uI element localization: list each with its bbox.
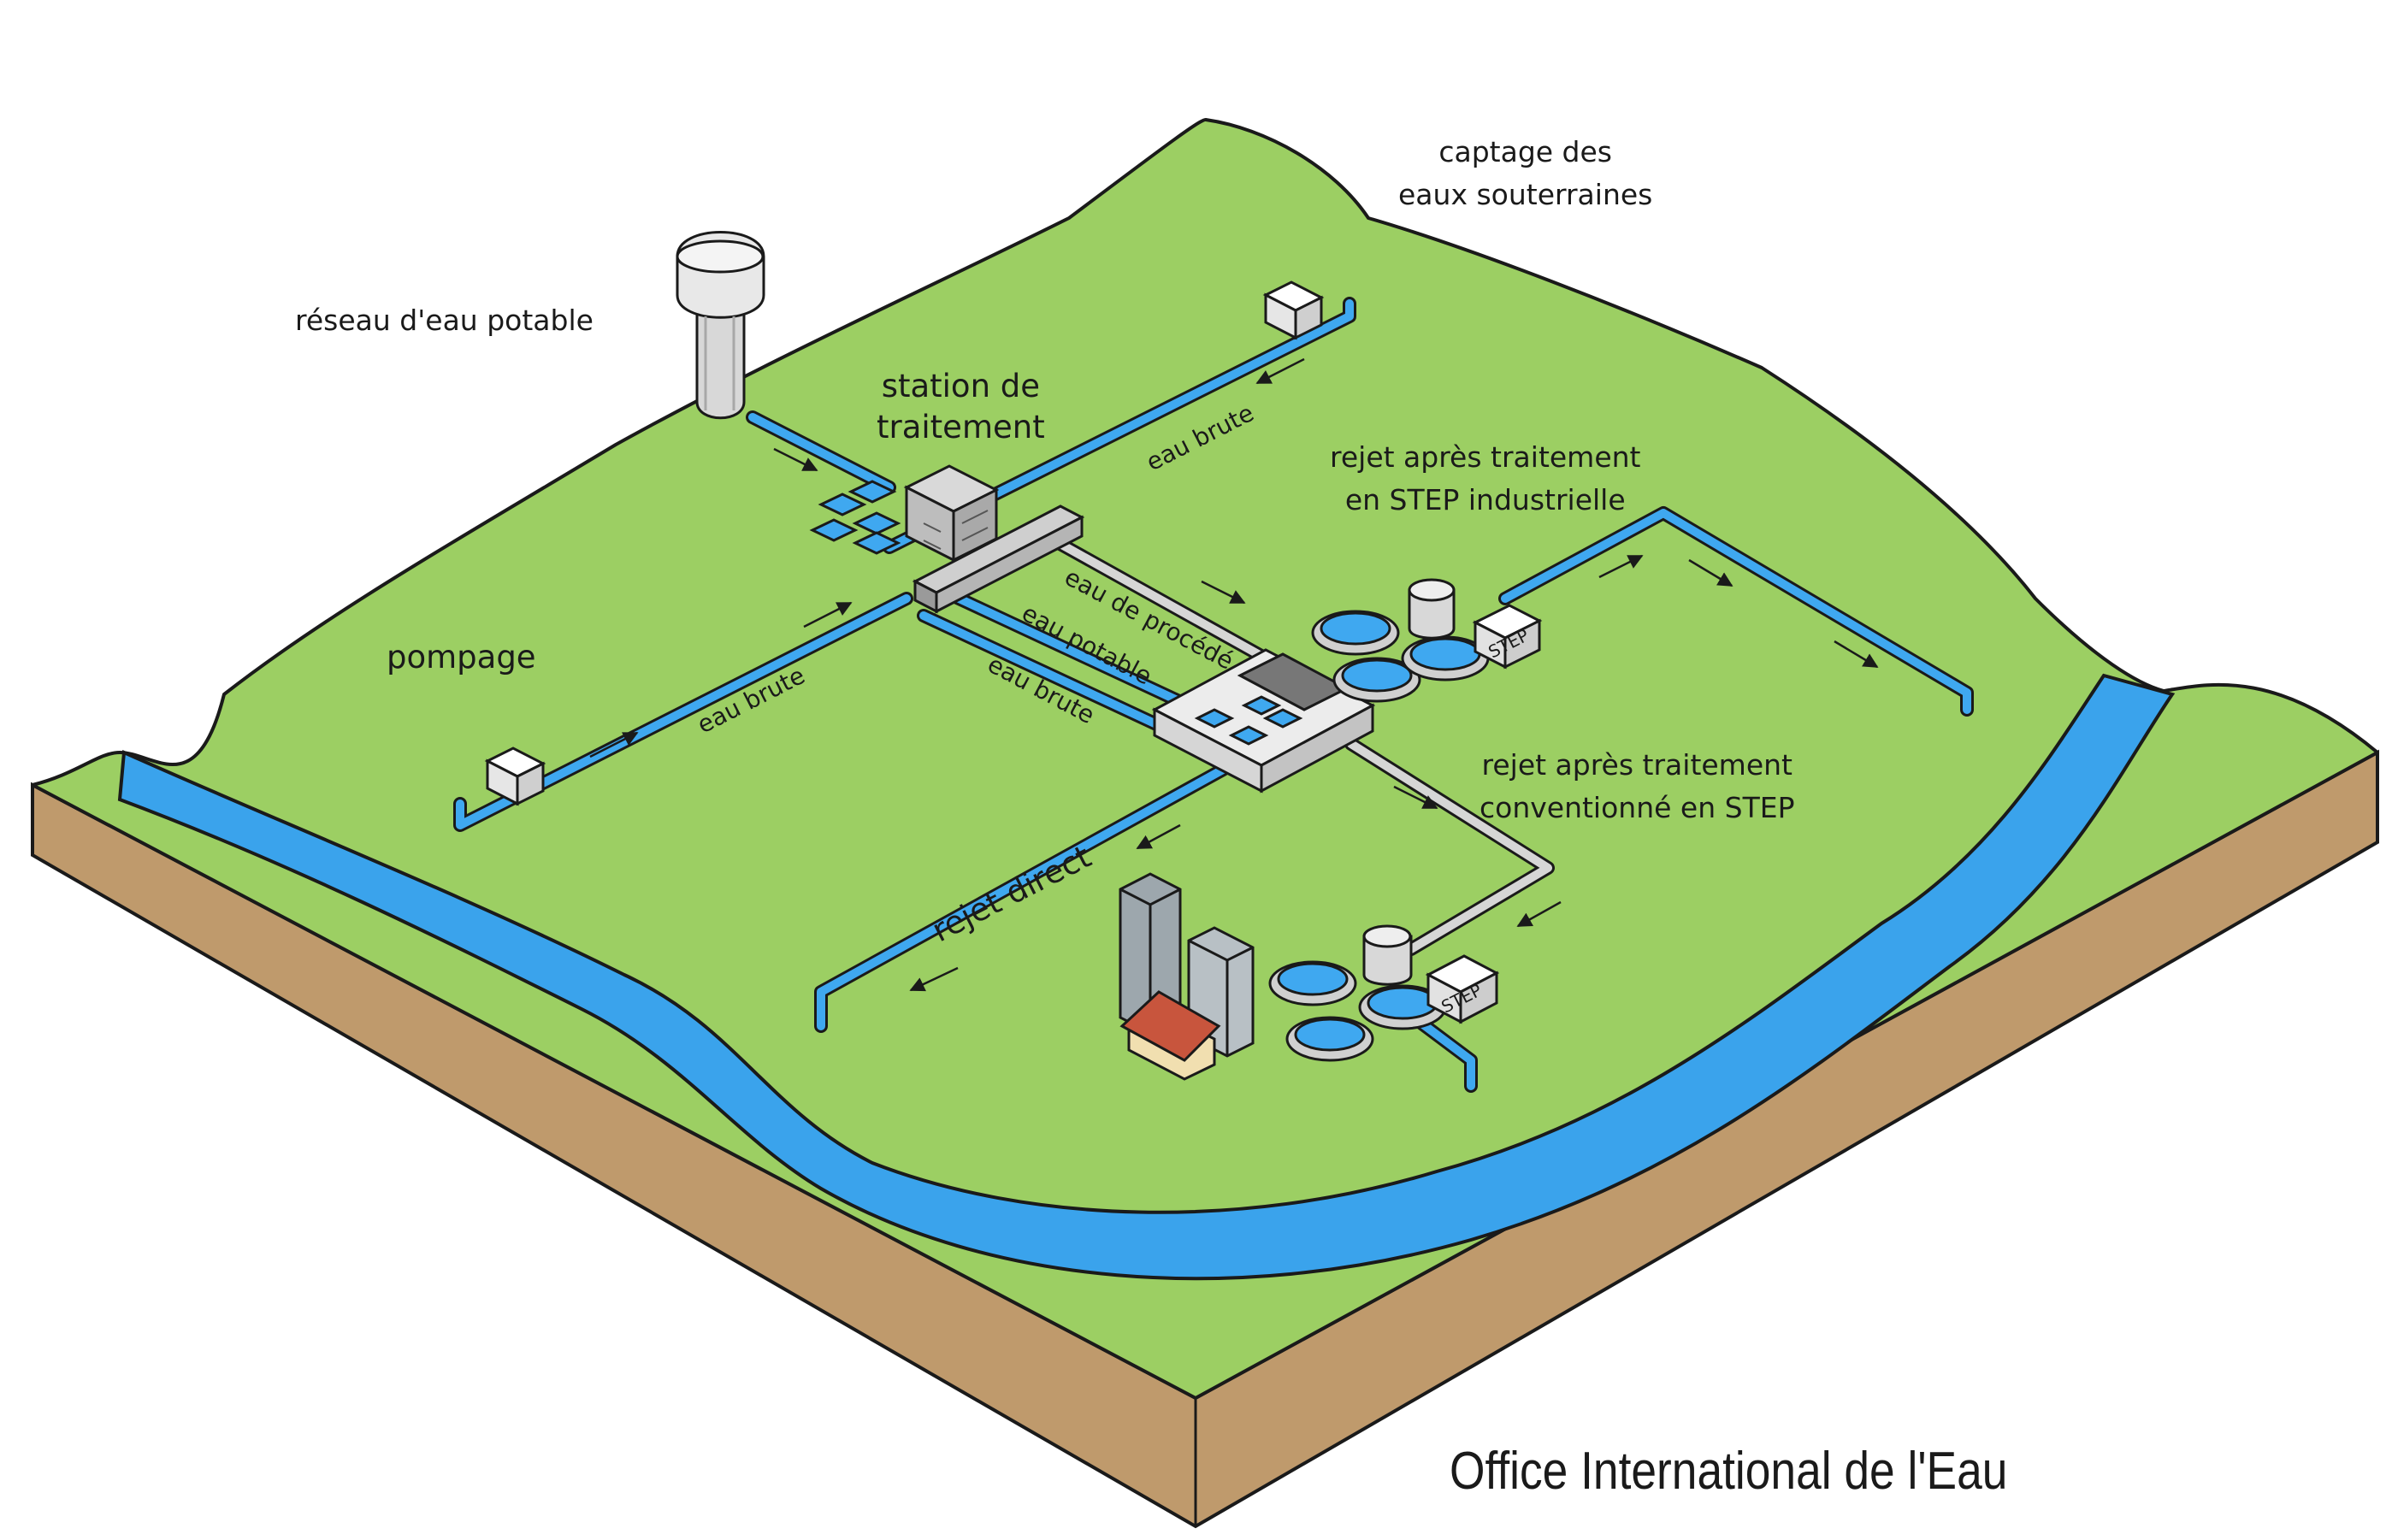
treatment-basins [809, 480, 901, 555]
industrial-step-plant [1311, 578, 1543, 703]
organization-text: Office International de l'Eau [1450, 1442, 2008, 1501]
captage-text: captage des eaux souterraines [1398, 135, 1653, 211]
house-icon [1119, 990, 1221, 1081]
label-station: station de traitement [877, 366, 1045, 448]
label-pompage: pompage [387, 637, 536, 678]
label-rejet-industriel: rejet après traitement en STEP industrie… [1330, 436, 1640, 522]
urban-step-plant [1268, 924, 1500, 1062]
groundwater-well-box [1262, 280, 1325, 340]
industrial-plant [1151, 648, 1376, 794]
rejet-conventionne-text: rejet après traitement conventionné en S… [1479, 748, 1795, 824]
water-tower-icon [676, 231, 765, 420]
label-captage: captage des eaux souterraines [1398, 131, 1652, 216]
rejet-industriel-text: rejet après traitement en STEP industrie… [1330, 440, 1641, 516]
river [117, 673, 2176, 1281]
pumping-station-box [484, 746, 546, 806]
flow-arrows [589, 357, 1879, 992]
station-text: station de traitement [877, 368, 1045, 445]
treatment-station-building [903, 464, 1000, 563]
footer-organization: Office International de l'Eau [1450, 1441, 2007, 1502]
pipes [453, 297, 1974, 1093]
pipe-rack [912, 504, 1085, 614]
pompage-text: pompage [387, 639, 536, 676]
label-reseau: réseau d'eau potable [295, 299, 594, 342]
label-rejet-conventionne: rejet après traitement conventionné en S… [1479, 744, 1794, 829]
reseau-text: réseau d'eau potable [295, 304, 594, 337]
